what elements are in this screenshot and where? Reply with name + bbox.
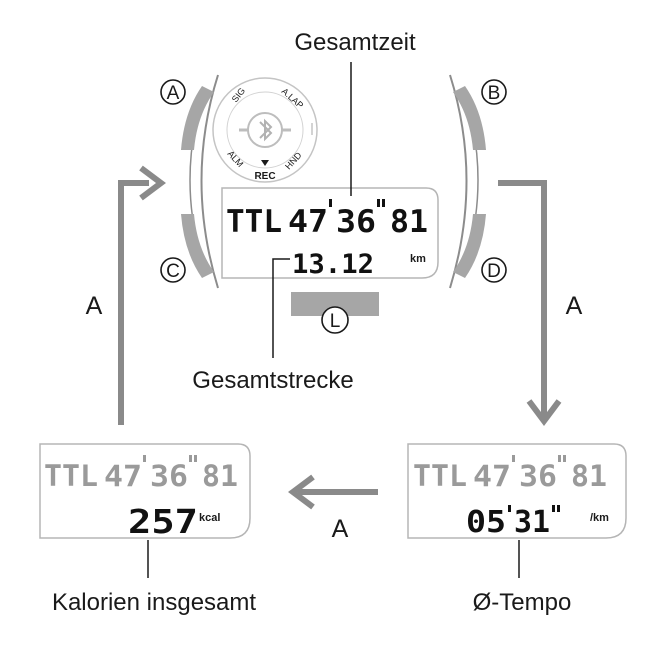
pace-lcd-second-mark-2 xyxy=(563,455,566,462)
callout-lines xyxy=(147,62,520,578)
svg-text:D: D xyxy=(487,261,501,282)
bezel-rec: REC xyxy=(254,171,275,182)
main-lcd-distance-unit: km xyxy=(410,253,426,265)
button-d-shape[interactable] xyxy=(453,214,486,278)
pace-lcd-second-mark-3 xyxy=(552,505,555,512)
arrowhead-right-icon xyxy=(139,165,166,201)
transition-label-left: A xyxy=(86,292,103,320)
arrowhead-down-icon xyxy=(526,399,562,426)
calories-lcd: TTL 47 36 81 257 kcal xyxy=(39,443,251,541)
calories-lcd-second-mark-2 xyxy=(194,455,197,462)
main-lcd-second-mark-2 xyxy=(382,199,385,207)
svg-text:L: L xyxy=(330,311,341,332)
pace-lcd-time-sec: 36 xyxy=(519,459,557,493)
calories-lcd-unit: kcal xyxy=(199,512,220,524)
pace-lcd-time-hund: 81 xyxy=(571,459,607,493)
label-total-calories: Kalorien insgesamt xyxy=(52,589,256,616)
pace-lcd-time-min: 47 xyxy=(473,459,511,493)
arrow-calories-to-main xyxy=(118,180,149,425)
button-c-shape[interactable] xyxy=(181,214,214,278)
label-avg-pace: Ø-Tempo xyxy=(473,589,572,616)
main-lcd-second-mark-1 xyxy=(377,199,380,207)
svg-text:C: C xyxy=(166,261,180,282)
main-lcd: TTL 47 36 81 13.12 km xyxy=(221,187,439,280)
button-label-b: B xyxy=(481,79,507,105)
calories-lcd-time-hund: 81 xyxy=(202,459,238,493)
svg-text:A: A xyxy=(167,83,180,104)
pace-lcd-second-mark-4 xyxy=(557,505,560,512)
button-label-l: L xyxy=(321,306,349,334)
label-total-time: Gesamtzeit xyxy=(294,29,416,56)
calories-lcd-time-min: 47 xyxy=(104,459,142,493)
pace-lcd-minute-mark xyxy=(512,455,515,462)
main-lcd-time-hund: 81 xyxy=(390,204,428,240)
transition-label-bottom: A xyxy=(332,515,349,543)
button-label-a: A xyxy=(160,79,186,105)
calories-lcd-value: 257 xyxy=(128,502,198,541)
calories-lcd-ttl: TTL xyxy=(44,459,98,493)
svg-text:B: B xyxy=(488,83,501,104)
button-label-c: C xyxy=(160,257,186,283)
main-lcd-ttl: TTL xyxy=(226,204,282,240)
pace-lcd-sec: 31 xyxy=(514,505,550,540)
arrow-main-to-pace xyxy=(498,180,547,418)
bezel-ring: SIG A.LAP ALM HND REC xyxy=(212,77,318,183)
pace-lcd-second-mark-1 xyxy=(558,455,561,462)
main-lcd-minute-mark xyxy=(329,199,332,207)
main-lcd-time-min: 47 xyxy=(288,204,328,240)
transition-label-right: A xyxy=(566,292,583,320)
bluetooth-icon xyxy=(259,118,273,142)
pace-lcd: TTL 47 36 81 05 31 /km xyxy=(407,443,627,540)
button-a-shape[interactable] xyxy=(181,86,214,150)
calories-lcd-minute-mark xyxy=(143,455,146,462)
button-label-d: D xyxy=(481,257,507,283)
pace-lcd-unit: /km xyxy=(590,512,609,524)
pace-lcd-min: 05 xyxy=(466,505,506,540)
button-b-shape[interactable] xyxy=(453,86,486,150)
arrowheads xyxy=(139,165,562,510)
calories-lcd-time-sec: 36 xyxy=(150,459,188,493)
pace-lcd-ttl: TTL xyxy=(413,459,467,493)
arrowhead-left-icon xyxy=(288,474,315,510)
transition-arrows xyxy=(118,180,547,495)
rec-marker-icon xyxy=(261,160,269,166)
pace-lcd-minute-mark-2 xyxy=(508,505,511,512)
label-total-distance: Gesamtstrecke xyxy=(192,367,353,394)
main-lcd-distance: 13.12 xyxy=(292,249,374,280)
main-lcd-time-sec: 36 xyxy=(336,204,376,240)
calories-lcd-second-mark-1 xyxy=(189,455,192,462)
